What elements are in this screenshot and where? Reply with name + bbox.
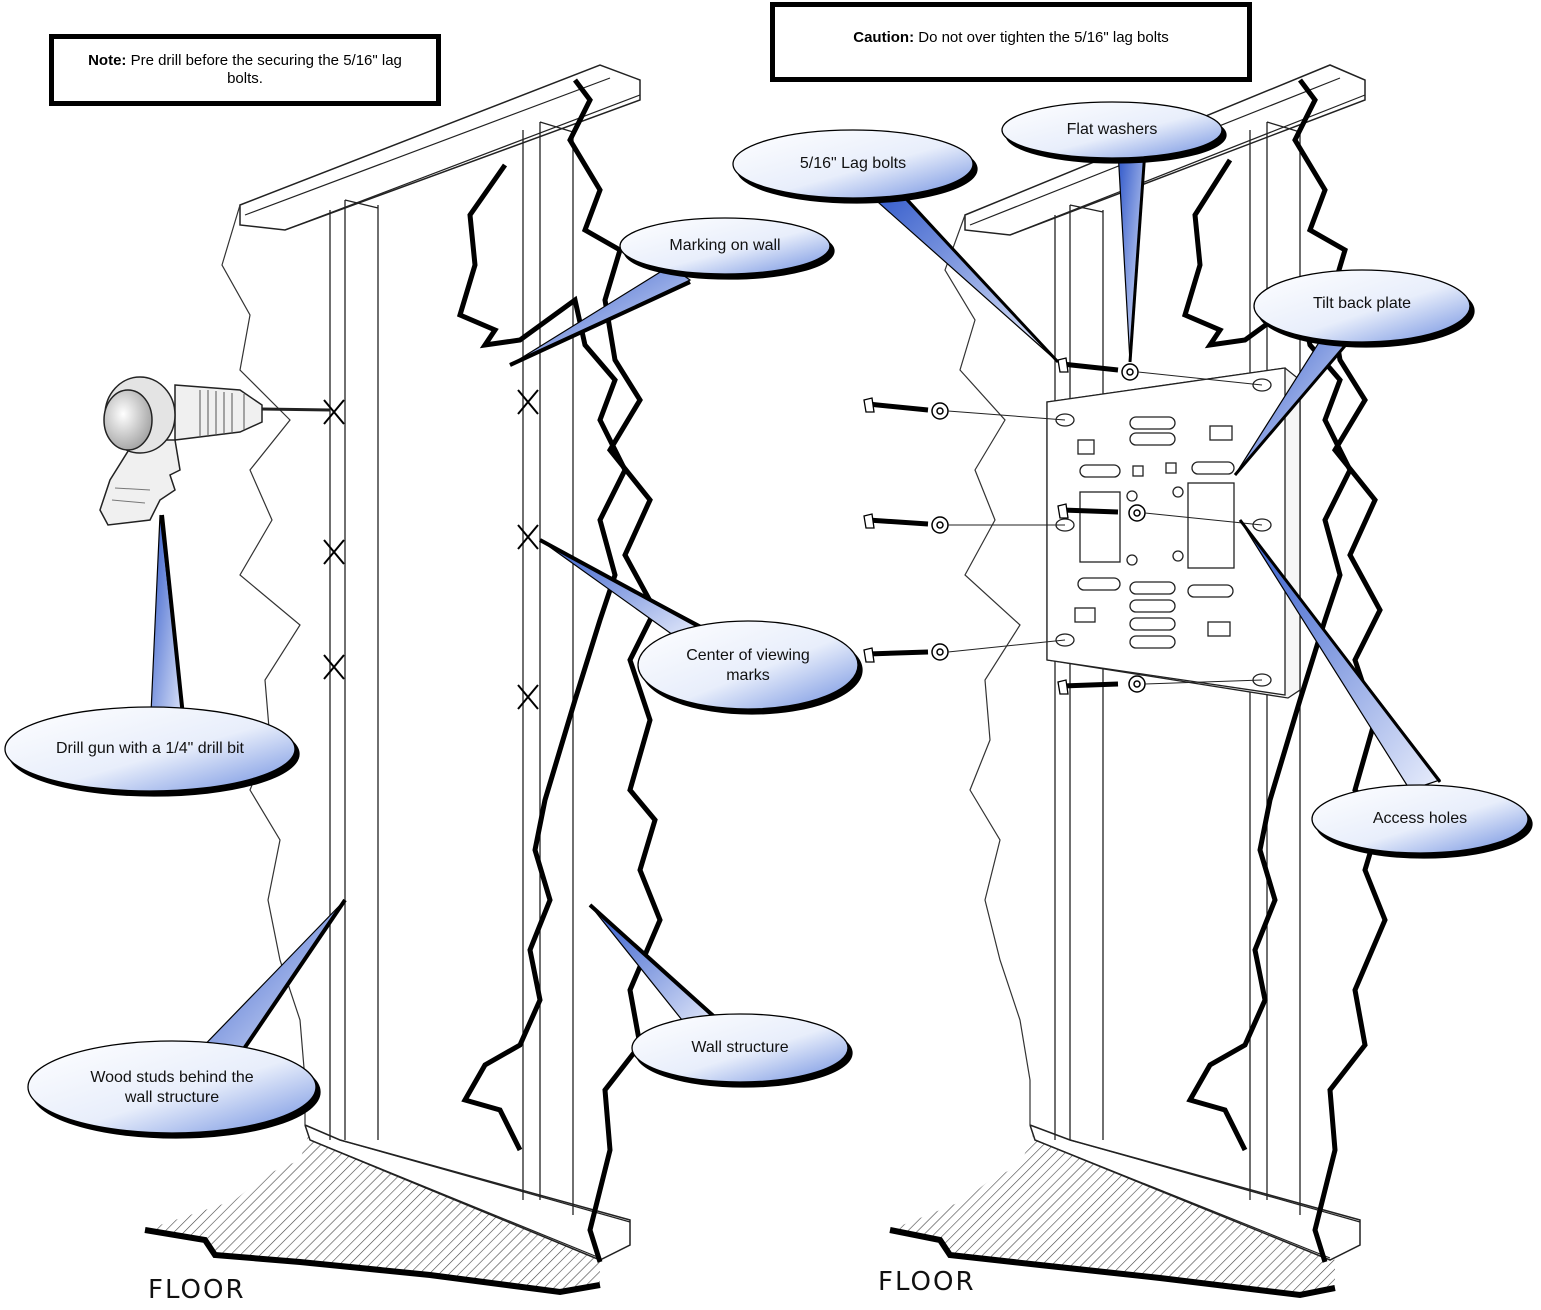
callout-wood-studs: Wood studs behind the wall structure bbox=[90, 1069, 254, 1106]
tilt-back-plate bbox=[1046, 367, 1301, 699]
callout-center-of-viewing-marks: Center of viewing marks bbox=[686, 647, 810, 684]
right-floor-hatch bbox=[890, 1130, 1335, 1295]
left-floor-hatch bbox=[145, 1130, 600, 1292]
callout-access-holes: Access holes bbox=[1372, 810, 1468, 827]
caution-label: Caution: bbox=[853, 29, 915, 46]
tail-studs bbox=[188, 899, 346, 1063]
callout-bubbles bbox=[4, 101, 1533, 1139]
tail-marking bbox=[509, 265, 692, 366]
left-stud-2 bbox=[522, 121, 574, 1215]
callout-marking-on-wall: Marking on wall bbox=[669, 237, 781, 254]
plate-slots bbox=[1074, 416, 1235, 649]
left-stud-x-marks bbox=[323, 389, 539, 710]
pre-drill-note: Note: Pre drill before the securing the … bbox=[49, 34, 441, 106]
floor-label-left: FLOOR bbox=[148, 1275, 246, 1305]
note-label: Note: bbox=[88, 52, 127, 69]
right-wall-panel bbox=[863, 64, 1388, 1299]
callout-drill-gun: Drill gun with a 1/4" drill bit bbox=[56, 740, 244, 757]
caution-text: Do not over tighten the 5/16" lag bolts bbox=[918, 29, 1169, 46]
right-drywall-edge bbox=[944, 214, 1031, 1125]
drill-gun bbox=[99, 376, 331, 526]
note-text: Pre drill before the securing the 5/16" … bbox=[130, 52, 402, 87]
lag-bolts bbox=[863, 357, 1119, 695]
callout-lag-bolts: 5/16" Lag bolts bbox=[799, 155, 907, 172]
callout-flat-washers: Flat washers bbox=[1066, 121, 1158, 138]
caution-note: Caution: Do not over tighten the 5/16" l… bbox=[770, 2, 1252, 82]
callout-tilt-back-plate: Tilt back plate bbox=[1312, 295, 1412, 312]
floor-label-right: FLOOR bbox=[878, 1267, 976, 1297]
left-wall-cut-edge-1 bbox=[456, 163, 628, 1152]
callout-tails bbox=[149, 149, 1442, 1064]
callout-wall-structure: Wall structure bbox=[691, 1039, 789, 1056]
